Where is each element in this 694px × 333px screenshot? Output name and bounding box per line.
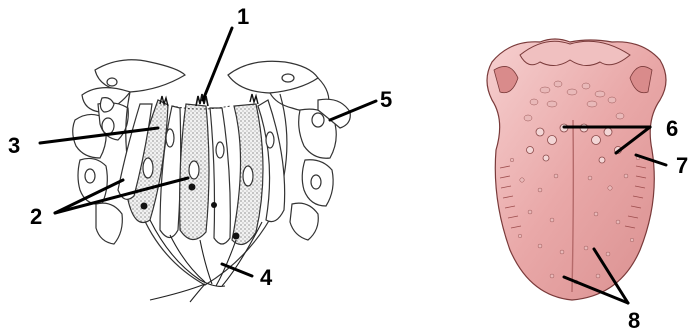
label-3: 3	[8, 133, 20, 158]
taste-bud-drawing	[73, 60, 351, 302]
label-5: 5	[380, 87, 392, 112]
label-4: 4	[260, 265, 273, 290]
epithelium-cells	[73, 60, 351, 244]
label-2: 2	[30, 204, 42, 229]
label-8: 8	[628, 308, 640, 333]
label-6: 6	[666, 116, 678, 141]
label-1: 1	[237, 4, 249, 29]
tongue-drawing	[487, 39, 666, 300]
label-7: 7	[676, 153, 688, 178]
